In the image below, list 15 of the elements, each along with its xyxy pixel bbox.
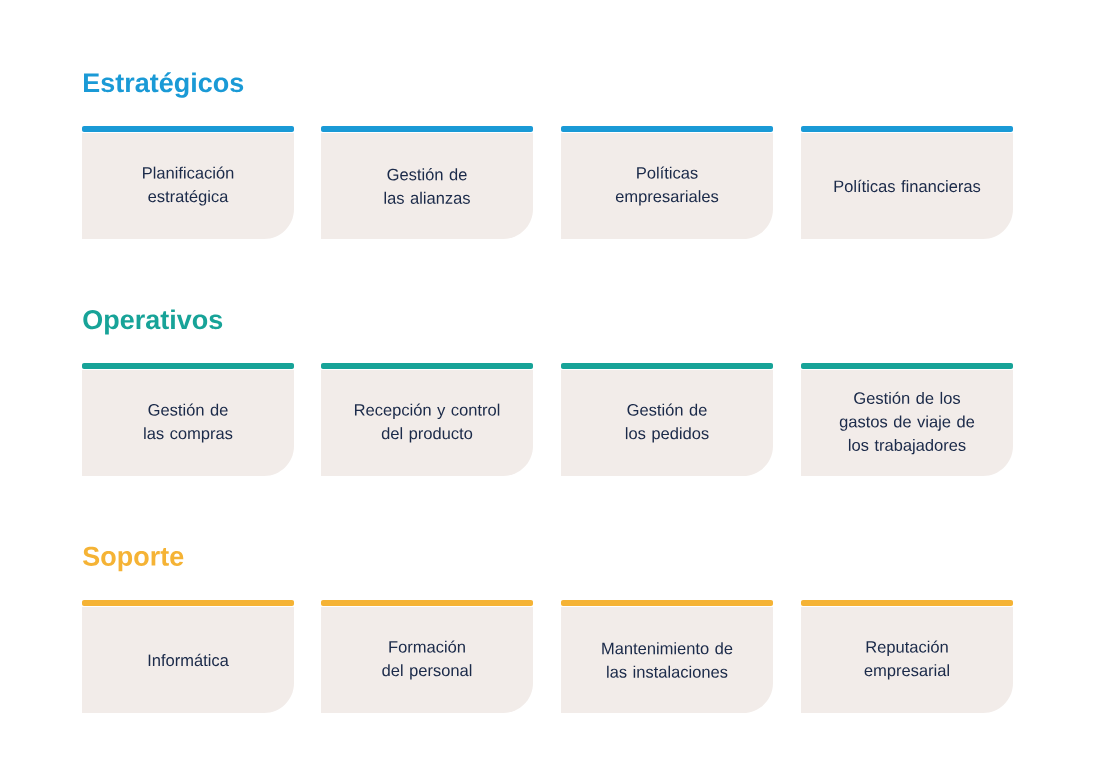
process-box: Mantenimiento de las instalaciones: [561, 600, 773, 713]
process-box: Políticas financieras: [801, 126, 1013, 239]
section-heading: Operativos: [83, 309, 223, 335]
process-box: Formación del personal: [321, 600, 533, 713]
process-box: Recepción y control del producto: [321, 363, 533, 476]
process-box: Reputación empresarial: [801, 600, 1013, 713]
process-box: Informática: [82, 600, 294, 713]
process-box: Gestión de los gastos de viaje de los trabajadores: [801, 363, 1013, 476]
process-box: Gestión de las compras: [82, 363, 294, 476]
process-box: Planificación estratégica: [82, 126, 294, 239]
process-box: Gestión de las alianzas: [321, 126, 533, 239]
section-heading: Soporte: [83, 546, 184, 572]
process-box: Gestión de los pedidos: [561, 363, 773, 476]
process-box: Políticas empresariales: [561, 126, 773, 239]
section-heading: Estratégicos: [84, 72, 244, 98]
